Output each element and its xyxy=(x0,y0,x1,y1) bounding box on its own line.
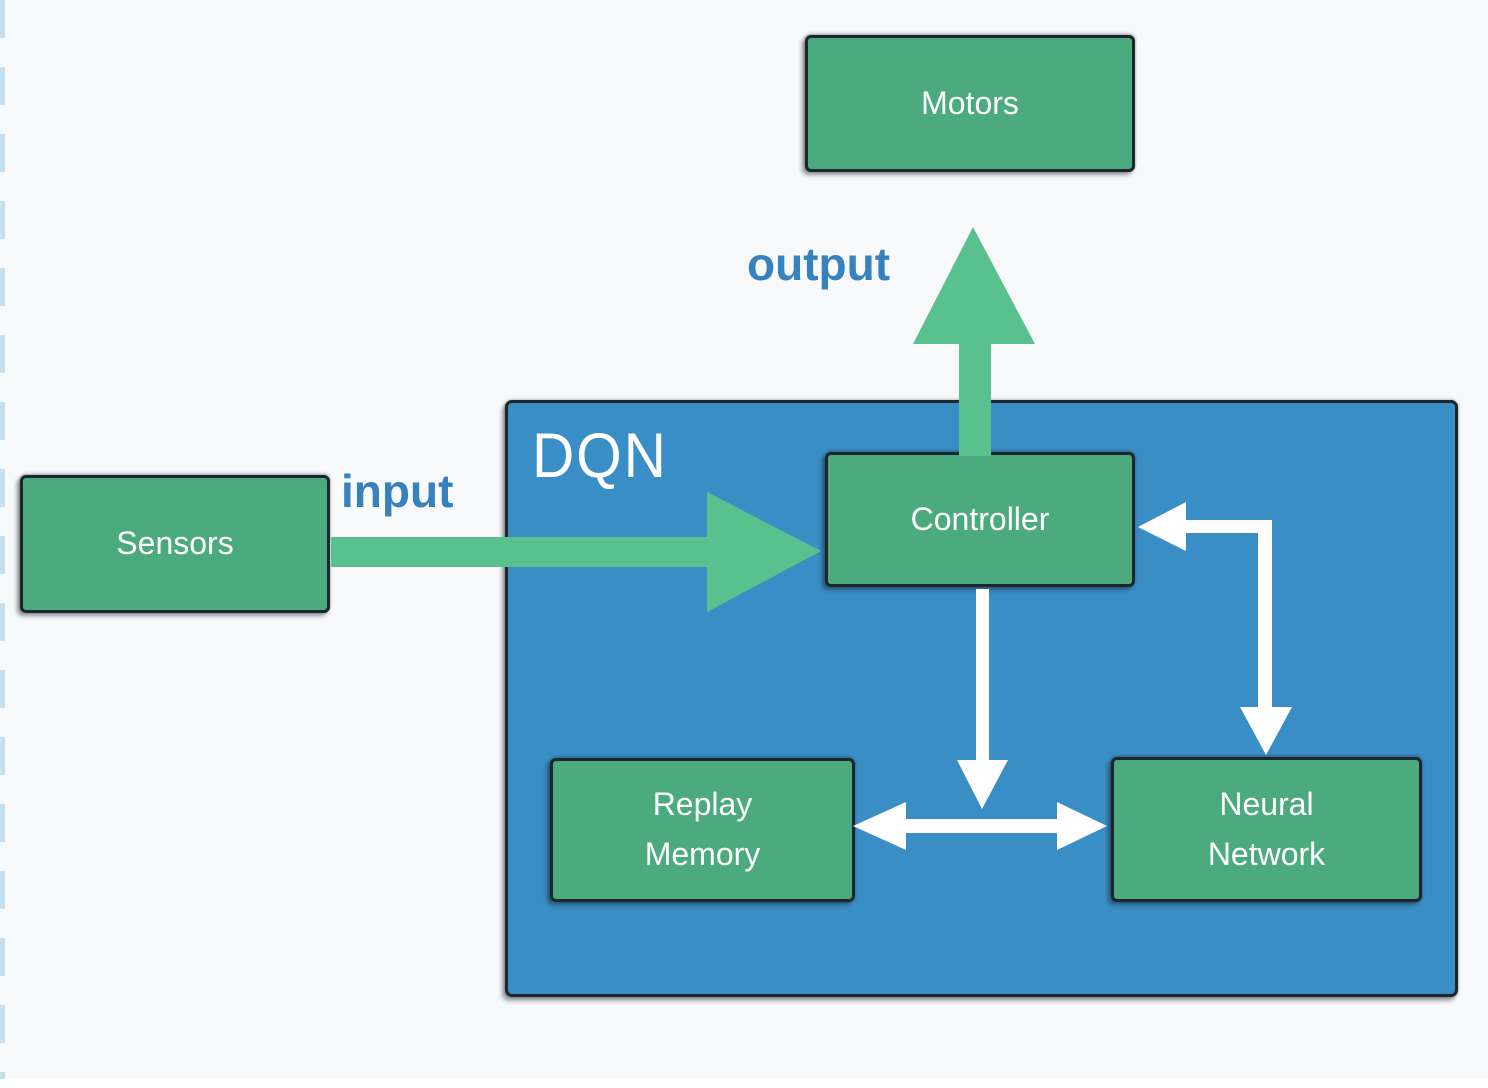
node-controller-label: Controller xyxy=(910,500,1050,537)
node-neural-network-line2: Network xyxy=(1207,835,1326,872)
dqn-title: DQN xyxy=(532,421,668,491)
node-sensors-label: Sensors xyxy=(116,525,234,562)
bottom-white-strip xyxy=(0,1079,1488,1088)
node-neural-network: Neural Network xyxy=(1111,757,1422,902)
node-replay-memory-line2: Memory xyxy=(644,836,761,872)
output-label: output xyxy=(747,238,891,290)
left-dashed-border xyxy=(0,0,5,1088)
node-sensors: Sensors xyxy=(20,475,330,613)
node-controller: Controller xyxy=(825,452,1135,587)
node-replay-memory: Replay Memory xyxy=(550,758,855,902)
node-neural-network-line1: Neural xyxy=(1219,785,1314,822)
node-replay-memory-line1: Replay xyxy=(652,786,753,823)
node-motors-label: Motors xyxy=(921,84,1019,121)
node-motors: Motors xyxy=(805,35,1135,172)
input-label: input xyxy=(341,465,454,517)
